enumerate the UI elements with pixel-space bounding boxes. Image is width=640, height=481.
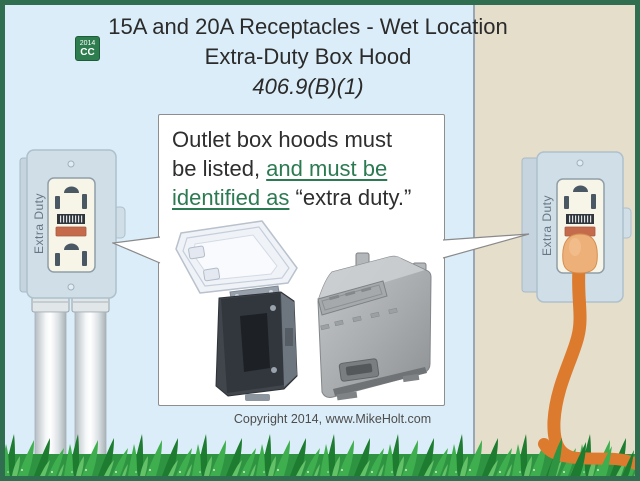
product-images [165,218,444,404]
grass [0,434,640,476]
screw [576,159,584,167]
outlet-slot [82,194,87,209]
callout-tail-right [442,233,530,259]
badge-code: CC [80,47,95,58]
conduit-pipe [74,311,107,472]
outlet-slot [55,253,60,266]
bottom-flange [333,367,427,396]
callout-box: Outlet box hoods must be listed, and mus… [112,114,530,406]
box-foot [245,394,270,401]
reset-button [55,226,87,237]
extra-duty-label: Extra Duty [540,195,554,256]
box-opening [240,313,270,372]
ground-slot [64,243,79,250]
outlet-slot [564,196,569,209]
callout-tail-left [112,236,161,264]
screw [67,283,75,291]
conduit-pipe [34,311,67,472]
callout-line3-green: identified as [172,185,290,210]
lid-latch [203,267,221,282]
code-cycle-badge: 2014 CC [75,36,100,61]
slide-title: 15A and 20A Receptacles - Wet Location E… [4,12,612,102]
outlet-slot [82,251,87,266]
badge-year: 2014 [79,40,96,47]
screw [67,160,75,168]
extra-duty-label: Extra Duty [32,193,46,254]
ground-slot [64,186,79,193]
label-barcode [566,214,594,224]
callout-text: Outlet box hoods must be listed, and mus… [159,115,444,212]
callout-line2-green: and must be [266,156,388,181]
title-line-1: 15A and 20A Receptacles - Wet Location [108,14,508,39]
callout-line1: Outlet box hoods must [172,127,393,152]
outlet-slot [591,194,596,209]
title-line-2: Extra-Duty Box Hood [204,44,412,69]
outlet-slot [55,196,60,209]
callout-line2-plain: be listed, [172,156,267,181]
extension-cord-in-grass [538,438,640,470]
label-barcode [57,214,85,224]
left-outdoor-receptacle: Extra Duty [19,149,126,472]
conduit-hub [31,296,70,313]
copyright-text: Copyright 2014, www.MikeHolt.com [233,412,432,426]
metal-box-hood-image [317,252,432,401]
right-outdoor-receptacle: Extra Duty [521,151,640,474]
cord-plug [562,233,598,274]
clear-box-hood-image [175,220,298,401]
callout-line3-plain: “extra duty.” [289,185,412,210]
code-reference: 406.9(B)(1) [252,74,364,99]
ground-slot [573,185,588,192]
lid-latch [188,245,206,260]
conduit-hub [71,296,110,313]
